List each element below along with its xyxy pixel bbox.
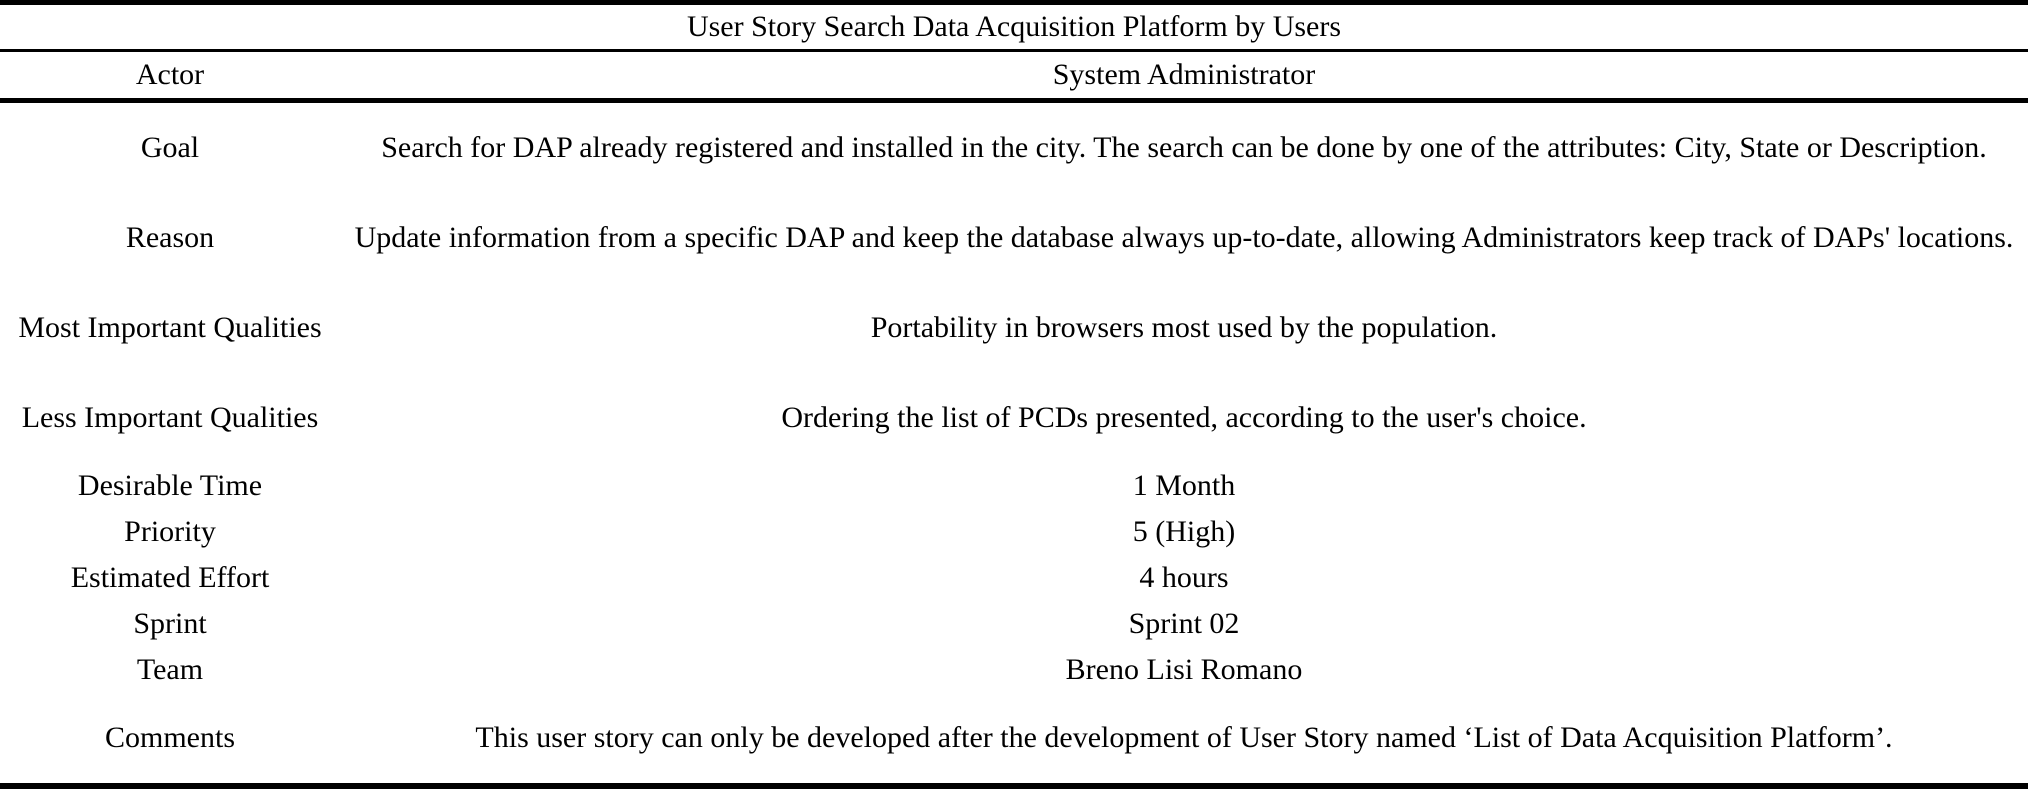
- row-reason-label: Reason: [125, 221, 215, 254]
- row-actor-label: Actor: [0, 50, 340, 103]
- row-estimated-effort: Estimated Effort 4 hours: [0, 555, 2028, 601]
- row-sprint-value: Sprint 02: [1128, 607, 1240, 640]
- row-goal-value: Search for DAP already registered and in…: [381, 131, 1987, 164]
- row-goal: Goal Search for DAP already registered a…: [0, 101, 2028, 194]
- row-desirable-time-label: Desirable Time: [77, 469, 263, 502]
- row-desirable-time: Desirable Time 1 Month: [0, 463, 2028, 509]
- row-priority-value: 5 (High): [1132, 515, 1236, 548]
- title-row: User Story Search Data Acquisition Platf…: [0, 2, 2028, 52]
- row-actor-value: System Administrator: [340, 50, 2028, 103]
- row-comments-label: Comments: [104, 721, 235, 754]
- row-less-important-qualities-value: Ordering the list of PCDs presented, acc…: [781, 401, 1587, 434]
- row-most-important-qualities-label: Most Important Qualities: [18, 311, 322, 344]
- row-less-important-qualities: Less Important Qualities Ordering the li…: [0, 373, 2028, 463]
- row-priority-label: Priority: [124, 515, 216, 548]
- row-less-important-qualities-label: Less Important Qualities: [21, 401, 319, 434]
- row-desirable-time-value: 1 Month: [1132, 469, 1236, 502]
- row-reason: Reason Update information from a specifi…: [0, 193, 2028, 283]
- row-most-important-qualities: Most Important Qualities Portability in …: [0, 283, 2028, 373]
- row-sprint-label: Sprint: [133, 607, 207, 640]
- row-goal-label: Goal: [140, 131, 200, 164]
- row-comments-value: This user story can only be developed af…: [475, 721, 1893, 754]
- row-sprint: Sprint Sprint 02: [0, 601, 2028, 647]
- row-most-important-qualities-value: Portability in browsers most used by the…: [870, 311, 1498, 344]
- table-title: User Story Search Data Acquisition Platf…: [0, 2, 2028, 52]
- row-team-label: Team: [136, 653, 204, 686]
- row-comments: Comments This user story can only be dev…: [0, 693, 2028, 786]
- row-estimated-effort-label: Estimated Effort: [70, 561, 270, 594]
- row-actor: Actor System Administrator: [0, 50, 2028, 103]
- row-estimated-effort-value: 4 hours: [1139, 561, 1229, 594]
- row-reason-value: Update information from a specific DAP a…: [354, 221, 2014, 254]
- row-team: Team Breno Lisi Romano: [0, 647, 2028, 693]
- row-priority: Priority 5 (High): [0, 509, 2028, 555]
- row-team-value: Breno Lisi Romano: [1065, 653, 1303, 686]
